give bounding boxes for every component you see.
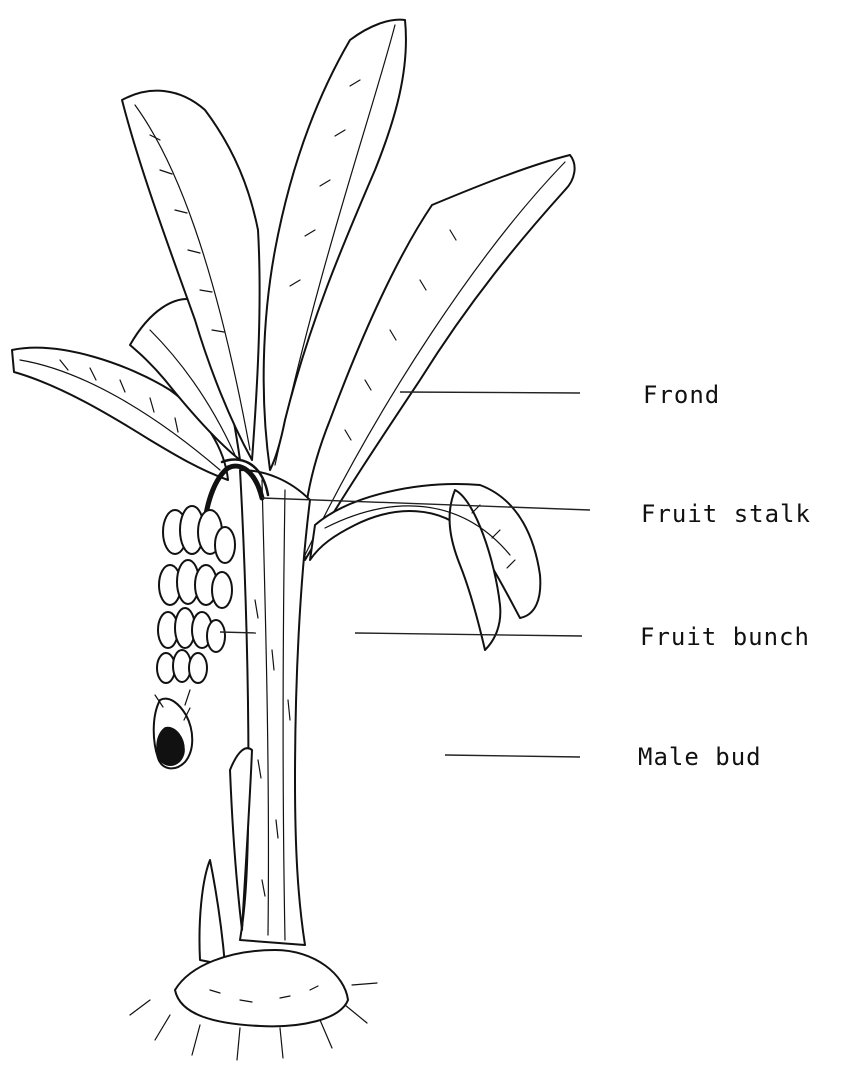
male-bud-drawing: [154, 695, 193, 768]
label-male-bud: Male bud: [638, 743, 762, 771]
corm: [130, 950, 377, 1060]
labels: Frond Fruit stalk Fruit bunch Male bud: [638, 381, 811, 771]
leader-fruit-bunch-stub: [220, 632, 256, 633]
label-fruit-bunch: Fruit bunch: [640, 623, 810, 651]
leader-fruit-bunch: [355, 633, 582, 636]
pseudostem: [240, 470, 310, 945]
banana-plant-illustration: [12, 20, 575, 1060]
leaf-right-drooping: [310, 484, 540, 650]
leader-male-bud: [445, 755, 580, 757]
label-fruit-stalk: Fruit stalk: [641, 500, 811, 528]
leader-frond: [400, 392, 580, 393]
label-frond: Frond: [643, 381, 720, 409]
fruit-bunch-drawing: [157, 506, 235, 705]
